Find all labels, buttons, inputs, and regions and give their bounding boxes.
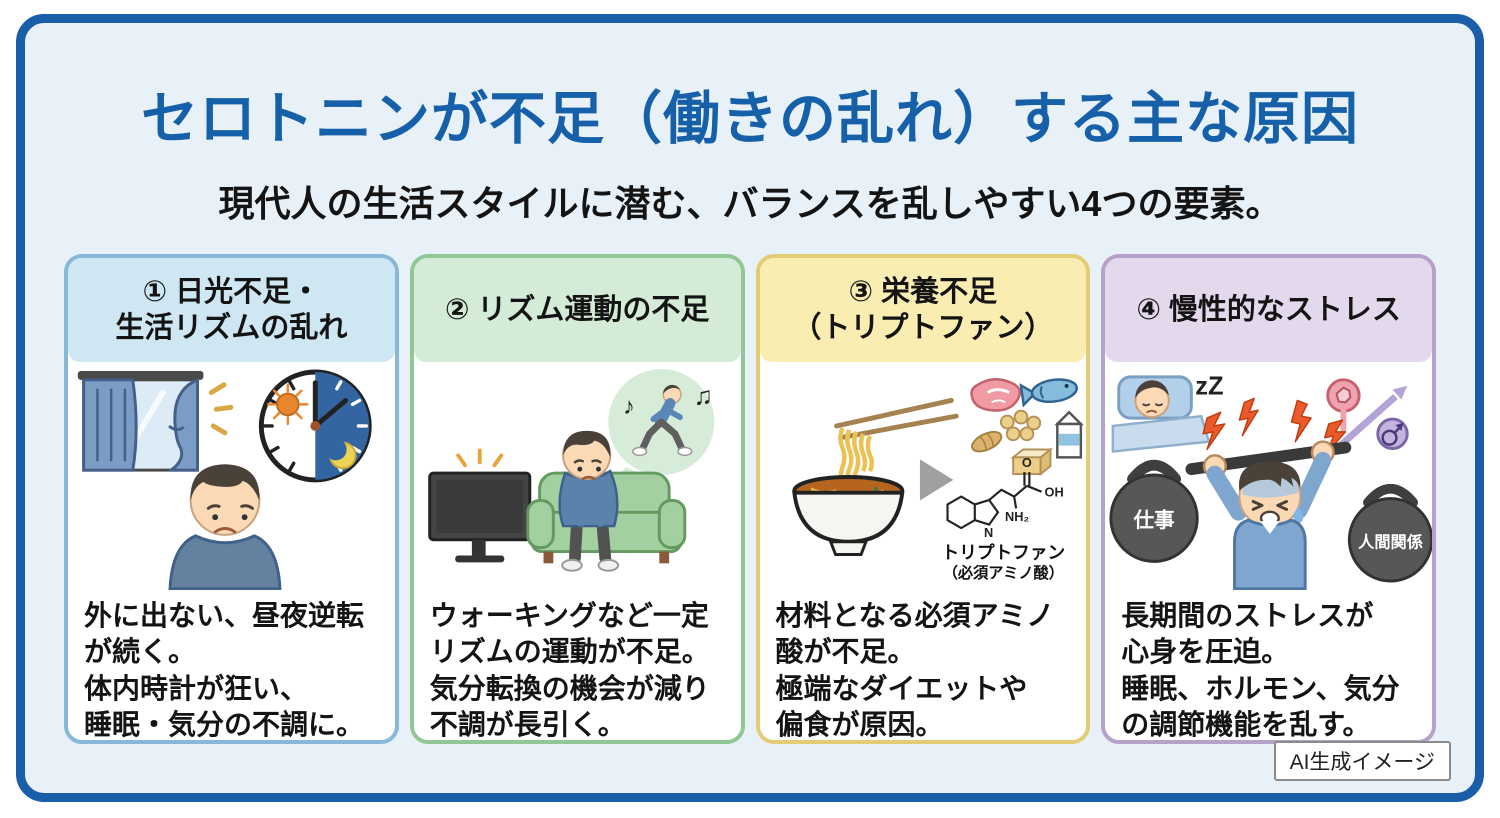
card3-illustration: O OH NH₂ N トリプトファン （必須アミノ酸） <box>759 362 1087 590</box>
ai-generated-badge: AI生成イメージ <box>1273 741 1451 781</box>
card3-title: ③ 栄養不足 （トリプトファン） <box>759 258 1087 362</box>
light-rays-icon <box>208 382 234 436</box>
card2-title: ② リズム運動の不足 <box>413 258 741 362</box>
page-subtitle: 現代人の生活スタイルに潜む、バランスを乱しやすい4つの要素。 <box>218 183 1282 224</box>
window-curtains-icon <box>77 371 204 472</box>
arrow-icon <box>919 459 953 501</box>
tryptophan-structure-icon <box>945 472 1042 530</box>
card1-description: 外に出ない、昼夜逆転 が続く。 体内時計が狂い、 睡眠・気分の不調に。 <box>84 600 365 741</box>
weight-work-label: 仕事 <box>1133 508 1176 532</box>
lightning-bolts-icon <box>1202 397 1347 455</box>
sun-icon <box>266 383 309 426</box>
chem-label-o: O <box>1021 455 1031 470</box>
weight-relationships-label: 人間関係 <box>1358 533 1423 552</box>
page-title: セロトニンが不足（働きの乱れ）する主な原因 <box>141 87 1359 151</box>
card4-description: 長期間のストレスが 心身を圧迫。 睡眠、ホルモン、気分 の調節機能を乱す。 <box>1121 600 1400 741</box>
sleep-z-text: zZ <box>1196 373 1224 401</box>
exercise-illustration: ♪ ♫ <box>427 369 715 572</box>
card-sunlight-deficiency: ① 日光不足・ 生活リズムの乱れ <box>64 254 399 744</box>
protein-foods-icon <box>969 378 1084 477</box>
card3-description: 材料となる必須アミノ 酸が不足。 極端なダイエットや 偏食が原因。 <box>775 600 1055 741</box>
ramen-bowl-icon <box>791 397 959 556</box>
couch-armrest-left <box>526 499 555 550</box>
thought-bubble: ♪ ♫ <box>606 369 715 489</box>
card4-illustration: zZ <box>1105 362 1432 590</box>
sleeping-person-icon <box>1111 375 1211 453</box>
cause-cards: ① 日光不足・ 生活リズムの乱れ <box>64 254 1436 744</box>
card2-description: ウォーキングなど一定 リズムの運動が不足。 気分転換の機会が減り 不調が長引く。 <box>429 600 710 741</box>
kettlebell-work-icon: 仕事 <box>1109 459 1199 563</box>
nutrition-illustration: O OH NH₂ N トリプトファン （必須アミノ酸） <box>791 378 1084 582</box>
card-nutrition-deficiency: ③ 栄養不足 （トリプトファン） <box>755 254 1091 744</box>
slouched-person-icon <box>558 430 619 572</box>
music-note-left: ♪ <box>623 393 635 419</box>
couch-armrest-right <box>657 499 687 550</box>
card1-illustration <box>68 362 395 590</box>
sunlight-illustration <box>77 369 372 590</box>
sad-person-icon <box>168 464 282 590</box>
infographic-frame: セロトニンが不足（働きの乱れ）する主な原因 現代人の生活スタイルに潜む、バランス… <box>16 14 1484 802</box>
chem-label-oh: OH <box>1044 485 1063 500</box>
chem-label-nh2: NH₂ <box>1005 509 1029 524</box>
tryptophan-label: トリプトファン <box>941 541 1065 562</box>
tv-icon <box>427 448 532 563</box>
card1-title: ① 日光不足・ 生活リズムの乱れ <box>68 258 395 362</box>
stressed-person-icon <box>1185 440 1352 590</box>
card-rhythm-exercise-lack: ② リズム運動の不足 <box>409 254 745 744</box>
music-note-right: ♫ <box>693 382 712 410</box>
card-chronic-stress: ④ 慢性的なストレス zZ <box>1101 254 1436 744</box>
stress-illustration: zZ <box>1109 373 1432 590</box>
chem-label-n: N <box>984 525 993 540</box>
day-night-clock-icon <box>258 369 372 483</box>
walking-person-icon <box>631 384 693 457</box>
tryptophan-sublabel: （必須アミノ酸） <box>942 564 1063 582</box>
moon-icon <box>325 438 357 470</box>
card4-title: ④ 慢性的なストレス <box>1105 258 1432 362</box>
card2-illustration: ♪ ♫ <box>413 362 741 590</box>
kettlebell-relationships-icon: 人間関係 <box>1348 483 1432 583</box>
